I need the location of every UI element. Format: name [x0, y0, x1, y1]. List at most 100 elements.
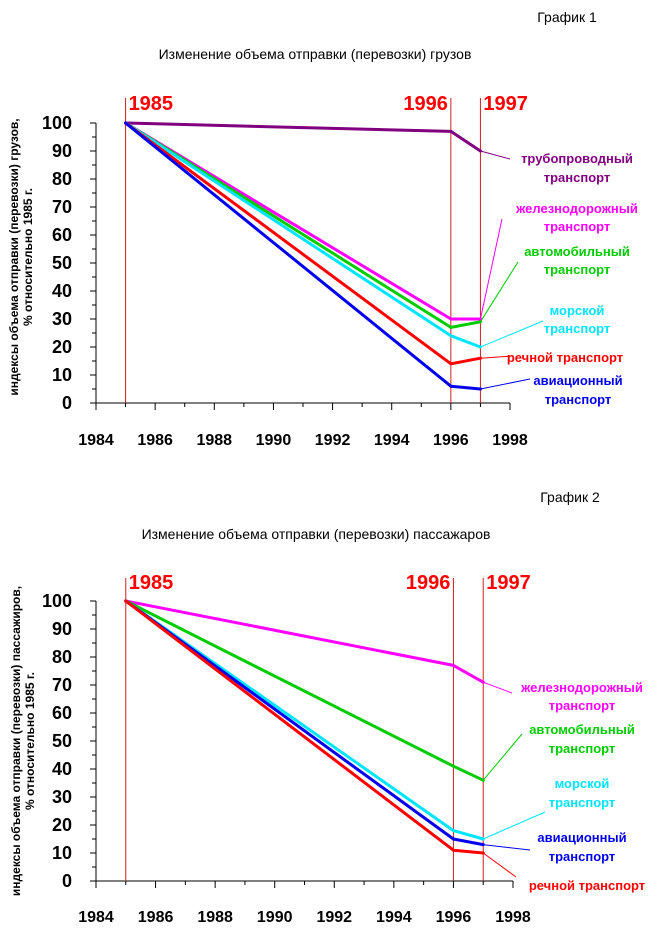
- chart2-series-3-leader-line: [483, 811, 546, 840]
- chart1-series-2-leader-line: [479, 218, 503, 320]
- chart1-series-3-point: [449, 325, 453, 329]
- chart2-series-1-legend-label-line2: транспорт: [549, 698, 616, 713]
- chart2-y-tick-label: 0: [62, 871, 72, 891]
- chart1-caption: График 1: [537, 9, 597, 25]
- chart2-x-tick-label: 1988: [197, 909, 233, 926]
- chart1-series-1-legend-label-line1: трубопроводный: [521, 151, 633, 166]
- chart1-x-tick-label: 1996: [433, 432, 469, 449]
- chart2-series-5-point: [124, 599, 128, 603]
- chart1-y-tick-label: 40: [52, 281, 72, 301]
- chart2-series-2-line: [124, 599, 485, 782]
- chart2-series-2-legend-label-line1: автомобильный: [529, 722, 635, 737]
- chart2-series-4-legend-label: авиационный транспорт: [537, 830, 626, 864]
- chart1-series-5-point: [449, 362, 453, 366]
- chart1-x-tick-label: 1990: [256, 432, 292, 449]
- chart2-title: Изменение объема отправки (перевозки) па…: [142, 526, 491, 542]
- chart1-series-3-legend-label-line1: автомобильный: [524, 244, 630, 259]
- chart2-marker-label-1996: 1996: [406, 572, 451, 594]
- chart2-series-4-legend-label-line2: транспорт: [549, 849, 616, 864]
- chart1-y-tick-label: 20: [52, 337, 72, 357]
- chart2-y-axis-label-line1: индексы объема отправки (перевозки) пасс…: [9, 586, 23, 896]
- chart1-series-1-leader-line: [480, 150, 511, 160]
- chart1-series-2-point: [449, 317, 453, 321]
- chart2-y-tick-label: 30: [52, 787, 72, 807]
- chart1-series-2-line: [124, 121, 482, 321]
- chart1-series-6-legend-label-line1: авиационный: [533, 373, 622, 388]
- chart2-series-2-legend-label-line2: транспорт: [549, 741, 616, 756]
- chart1-y-axis-label-line2: % относительно 1985 г.: [21, 188, 35, 326]
- chart2-y-tick-label: 100: [42, 591, 72, 611]
- chart1-x-tick-label: 1984: [78, 432, 114, 449]
- chart1-series-4-legend-label-line2: транспорт: [544, 321, 611, 336]
- chart1-y-tick-label: 10: [52, 365, 72, 385]
- chart2-series-4-point: [451, 837, 455, 841]
- chart1-series-4-legend-label: морской транспорт: [544, 303, 611, 336]
- chart2-series-5-legend-label: речной транспорт: [529, 878, 645, 893]
- chart2-y-tick-label: 10: [52, 843, 72, 863]
- chart2-y-tick-label: 40: [52, 759, 72, 779]
- chart1-series-2-legend-label: железнодорожный транспорт: [515, 201, 638, 234]
- chart2-series-3-point: [451, 829, 455, 833]
- chart1-y-tick-label: 60: [52, 225, 72, 245]
- chart1-y-tick-label: 30: [52, 309, 72, 329]
- chart2-caption: График 2: [540, 489, 600, 505]
- chart1-series-5-leader-line: [480, 355, 513, 359]
- chart2-series-3-legend-label: морской транспорт: [549, 776, 616, 810]
- chart1-x-tick-label: 1988: [196, 432, 232, 449]
- chart1-series-6-legend-label-line2: транспорт: [545, 392, 612, 407]
- chart1-series-3-legend-label: автомобильный транспорт: [524, 244, 630, 277]
- chart2-x-tick-label: 1994: [376, 909, 412, 926]
- chart2-y-tick-label: 60: [52, 703, 72, 723]
- chart1-y-tick-label: 90: [52, 141, 72, 161]
- chart2-series-1-legend-label: железнодорожный транспорт: [520, 680, 643, 713]
- chart1-y-tick-label: 50: [52, 253, 72, 273]
- chart2-x-tick-label: 1998: [495, 909, 531, 926]
- chart1-y-tick-label: 100: [42, 113, 72, 133]
- chart2-x-tick-label: 1984: [78, 909, 114, 926]
- chart1-series-2-legend-label-line2: транспорт: [544, 219, 611, 234]
- chart2-series-3-legend-label-line2: транспорт: [549, 795, 616, 810]
- chart2-series-3-legend-label-line1: морской: [555, 776, 610, 791]
- chart1-series-1-point: [449, 129, 453, 133]
- chart1-marker-label-1996: 1996: [403, 93, 448, 115]
- chart2-x-tick-label: 1990: [257, 909, 293, 926]
- chart1-series-1-legend-label: трубопроводный транспорт: [521, 151, 633, 185]
- chart1-x-tick-label: 1994: [374, 432, 410, 449]
- chart2-x-tick-label: 1996: [436, 909, 472, 926]
- chart1-series-6-point: [449, 384, 453, 388]
- chart2-y-tick-label: 90: [52, 619, 72, 639]
- chart1-series-3-legend-label-line2: транспорт: [544, 262, 611, 277]
- chart2-marker-label-1985: 1985: [129, 572, 174, 594]
- chart1-y-tick-label: 80: [52, 169, 72, 189]
- chart1-series-6-legend-label: авиационный транспорт: [533, 373, 622, 407]
- chart2-x-tick-label: 1986: [138, 909, 174, 926]
- chart1-series-4-legend-label-line1: морской: [550, 303, 605, 318]
- chart2-series-1-point: [451, 663, 455, 667]
- chart1-y-axis-label-line1: индексы объема отправки (перевозки) груз…: [7, 118, 21, 395]
- chart2-series-4-legend-label-line1: авиационный: [537, 830, 626, 845]
- chart2-series-4-leader-line: [483, 844, 531, 851]
- chart2-y-axis-label-line2: % относительно 1985 г.: [23, 672, 37, 810]
- chart1-series-4-point: [449, 334, 453, 338]
- chart2-y-tick-label: 50: [52, 731, 72, 751]
- chart1-y-tick-label: 70: [52, 197, 72, 217]
- chart1-marker-label-1997: 1997: [483, 93, 528, 115]
- chart1-series-4-leader-line: [480, 320, 544, 348]
- chart2-series-2-legend-label: автомобильный транспорт: [529, 722, 635, 756]
- chart1-series-3-leader-line: [480, 261, 519, 323]
- chart1-series-6-leader-line: [480, 378, 531, 390]
- chart2-series-2-point: [451, 764, 455, 768]
- chart1-series-1-legend-label-line2: транспорт: [544, 170, 611, 185]
- chart2-series-5-point: [451, 848, 455, 852]
- chart1-title: Изменение объема отправки (перевозки) гр…: [159, 46, 472, 62]
- chart2-y-tick-label: 70: [52, 675, 72, 695]
- chart2-x-tick-label: 1992: [316, 909, 352, 926]
- chart1-series-5-legend-label: речной транспорт: [507, 350, 623, 365]
- chart2-marker-label-1997: 1997: [486, 572, 531, 594]
- chart2-series-1-legend-label-line1: железнодорожный: [520, 680, 643, 695]
- chart2-y-tick-label: 20: [52, 815, 72, 835]
- chart2-series-5-leader-line: [482, 852, 517, 878]
- chart1-marker-label-1985: 1985: [129, 93, 174, 115]
- chart1-series-2-legend-label-line1: железнодорожный: [515, 201, 638, 216]
